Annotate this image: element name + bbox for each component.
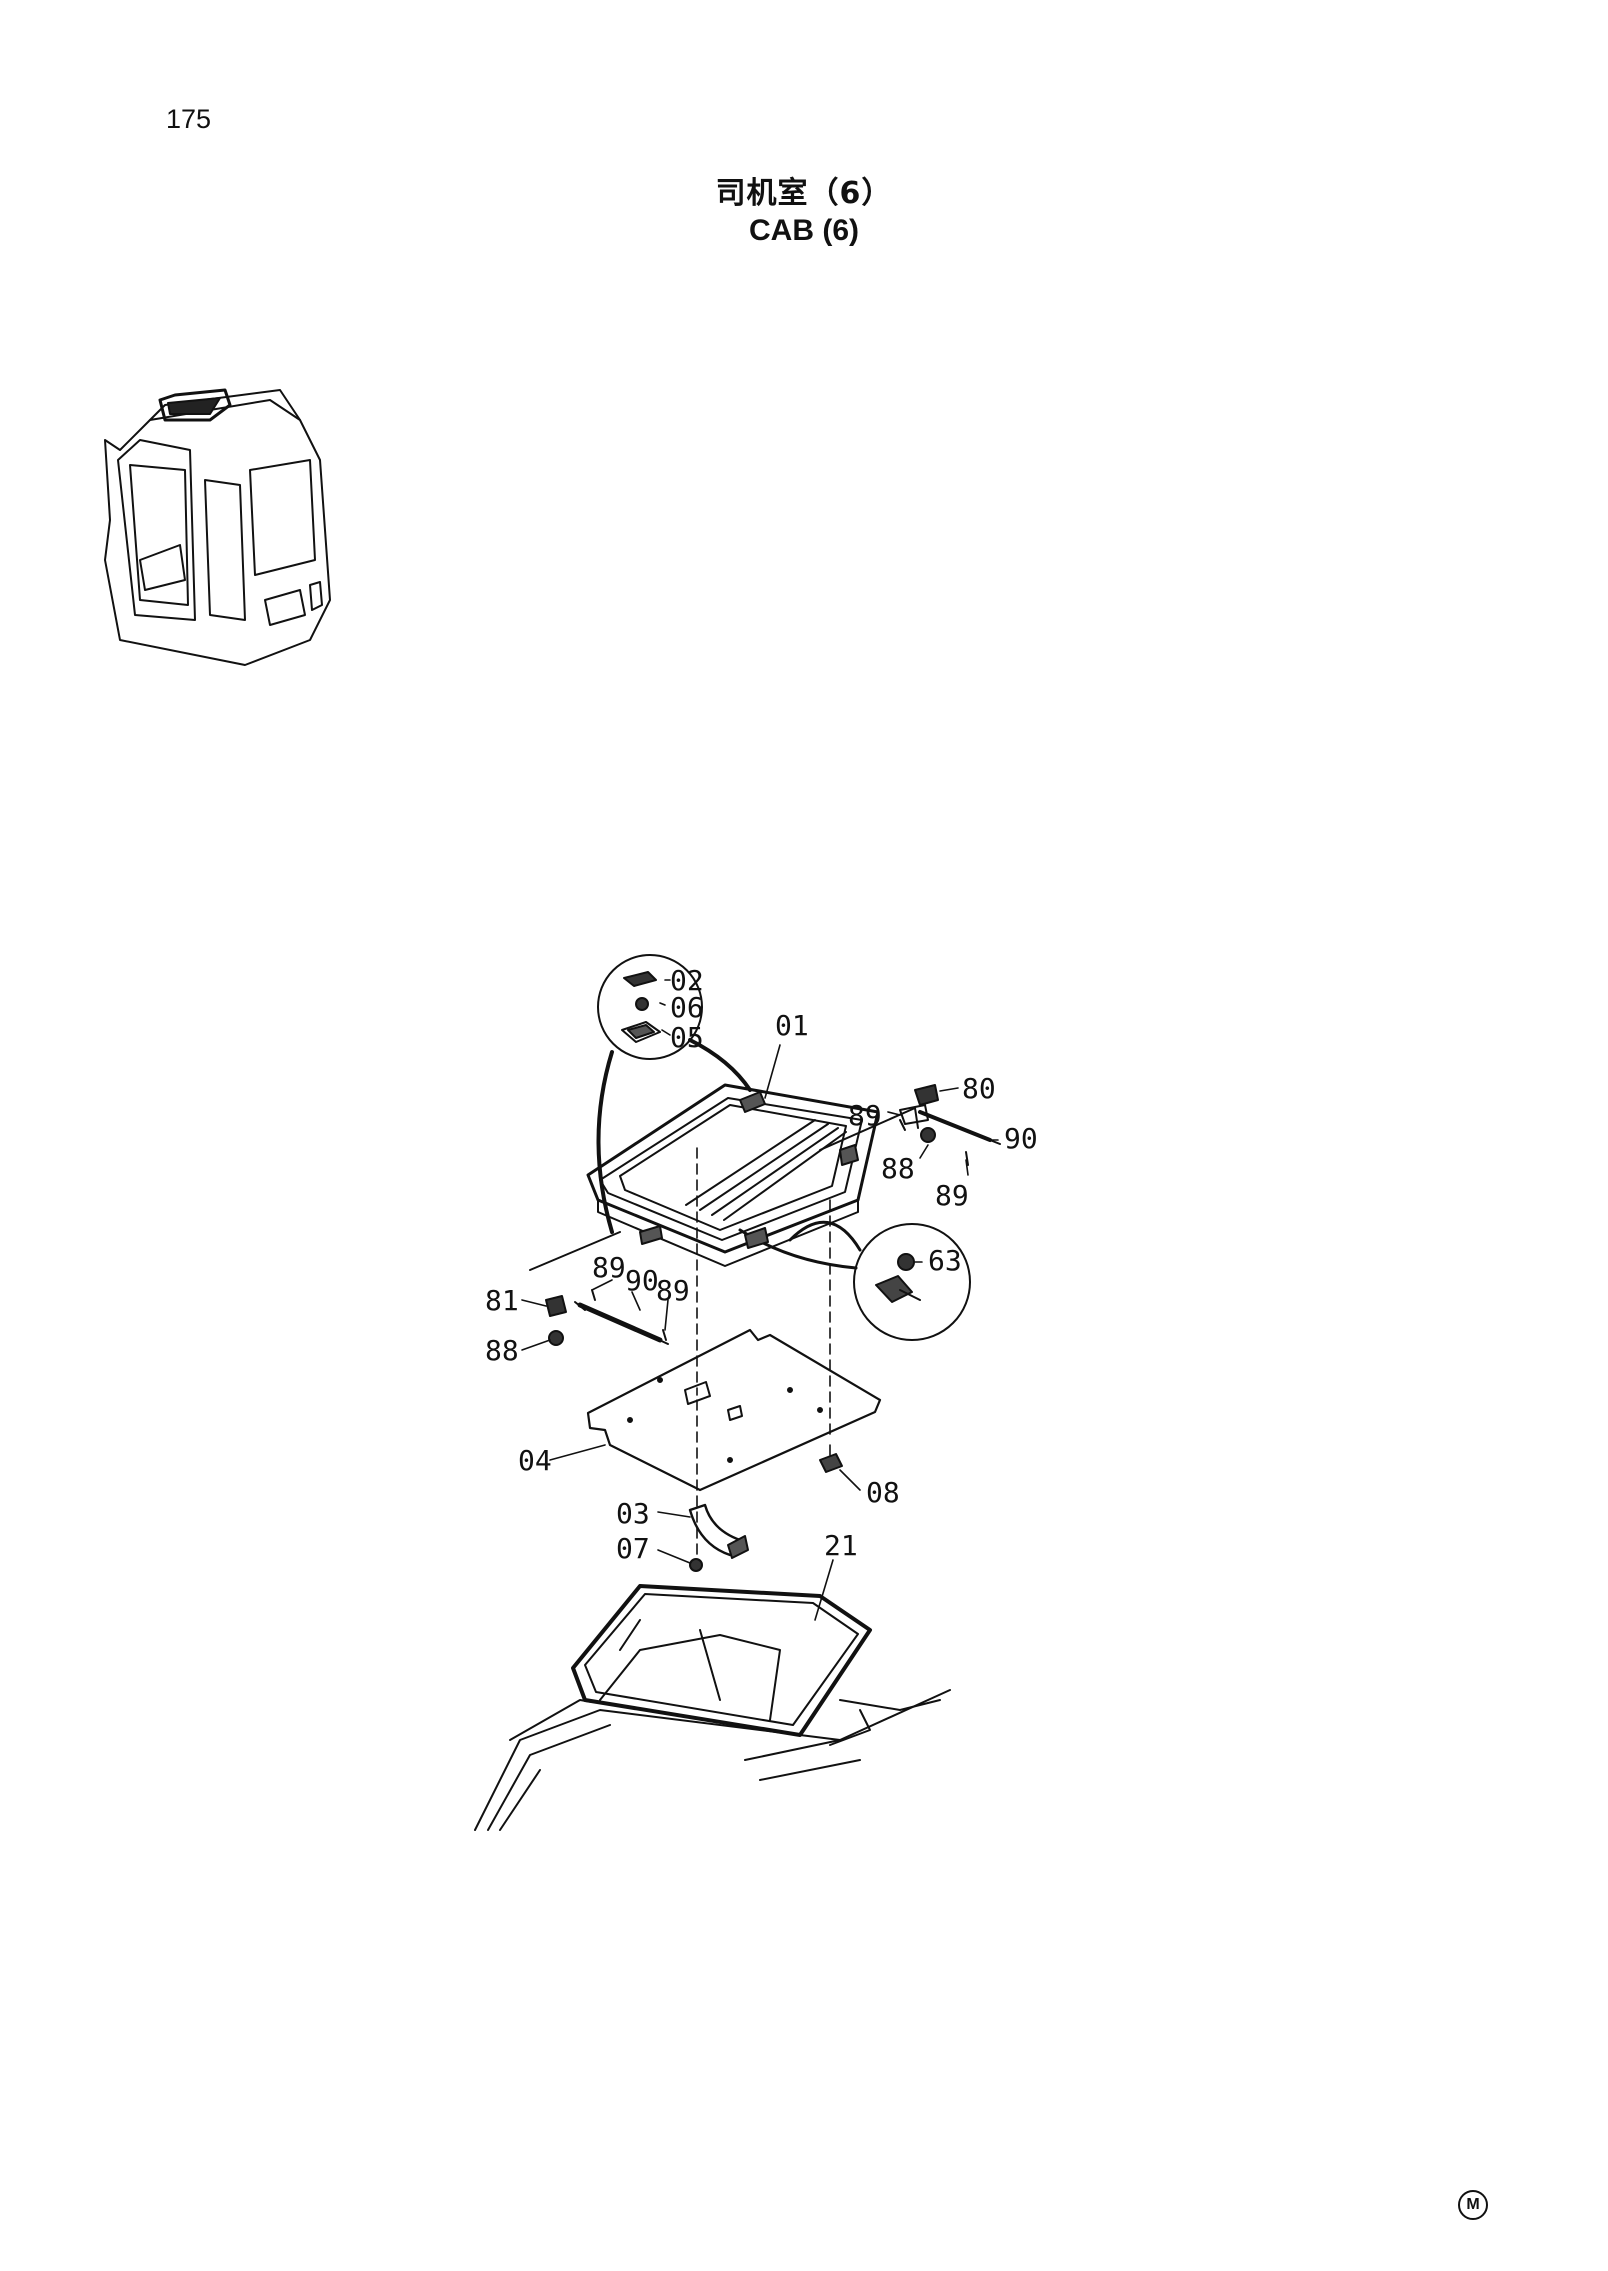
part-01-hatch-frame [586,1083,880,1267]
cab-location-thumbnail [104,388,331,666]
assembly-guide-lines [696,1147,831,1561]
callout-08: 08 [866,1476,900,1509]
part-07-screw [689,1558,703,1572]
callout-06: 06 [670,991,704,1024]
callout-89-left-a: 89 [592,1251,626,1284]
callout-05: 05 [670,1021,704,1054]
inset-detail-fasteners [596,954,752,1234]
corner-mark: M [1458,2190,1488,2220]
inset-detail-bracket [738,1220,971,1341]
callout-88-right: 88 [881,1152,915,1185]
page-title-english: CAB (6) [749,214,859,247]
part-08-nut [819,1453,843,1473]
callout-89-left-b: 89 [656,1274,690,1307]
left-strut-assembly [529,1231,669,1346]
page-number: 175 [166,104,212,134]
callout-03: 03 [616,1497,650,1530]
callout-88-left: 88 [485,1334,519,1367]
callout-81: 81 [485,1284,519,1317]
callout-21: 21 [824,1529,858,1562]
callout-90-left: 90 [625,1264,659,1297]
part-04-trim-panel [586,1328,882,1492]
callout-01: 01 [775,1009,809,1042]
callout-63: 63 [928,1244,962,1277]
leader-lines [521,979,999,1621]
callout-80: 80 [962,1072,996,1105]
callout-04: 04 [518,1444,552,1477]
callout-89-right-upper: 89 [848,1099,882,1132]
cab-roof-outline [474,1619,951,1831]
part-03-grip-handle [688,1503,749,1559]
callout-89-right-lower: 89 [935,1179,969,1212]
callout-90-right: 90 [1004,1122,1038,1155]
callout-07: 07 [616,1532,650,1565]
callout-02: 02 [670,964,704,997]
page-title-chinese: 司机室（6） [715,176,893,211]
right-strut-assembly [819,1084,1001,1166]
